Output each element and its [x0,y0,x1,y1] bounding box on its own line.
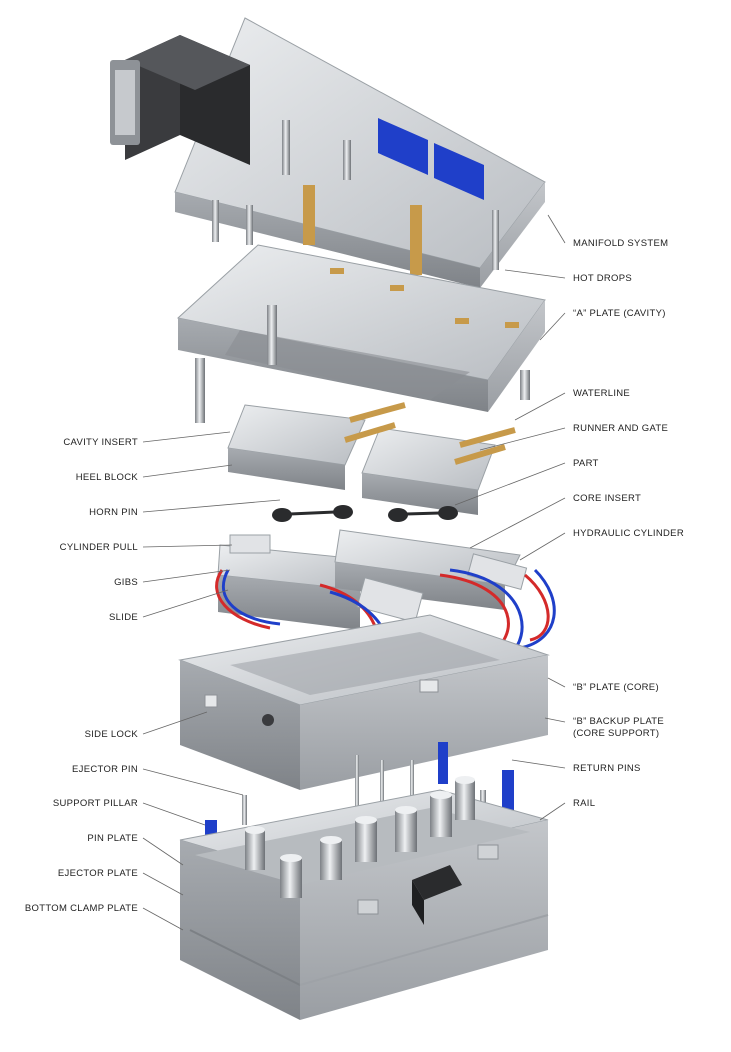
label-return-pins: RETURN PINS [573,763,641,774]
label-ejector-pin: EJECTOR PIN [72,764,138,775]
label-support-pillar: SUPPORT PILLAR [52,798,138,809]
leader-lines [142,214,566,931]
label-rail: RAIL [573,798,596,809]
label-pin-plate: PIN PLATE [87,833,138,844]
parts [272,505,458,522]
label-b-plate: “B” PLATE (CORE) [573,682,659,693]
b-plate [178,614,550,790]
label-bottom-clamp-plate: BOTTOM CLAMP PLATE [24,903,138,914]
label-core-insert: CORE INSERT [573,493,642,504]
label-hot-drops: HOT DROPS [573,273,633,284]
label-ejector-plate: EJECTOR PLATE [57,868,138,879]
hot-drop [303,185,315,245]
label-runner-and-gate: RUNNER AND GATE [573,423,669,434]
hot-drop [410,205,422,275]
label-horn-pin: HORN PIN [89,507,138,518]
label-gibs: GIBS [114,577,138,588]
ejector-housing [179,776,549,1020]
label-b-backup-plate: “B” BACKUP PLATE [573,716,665,727]
label-side-lock: SIDE LOCK [84,729,138,740]
label-heel-block: HEEL BLOCK [75,472,138,483]
junction-box [110,35,250,165]
label-slide: SLIDE [109,612,138,623]
label-cavity-insert: CAVITY INSERT [63,437,138,448]
label-hydraulic-cylinder: HYDRAULIC CYLINDER [573,528,684,539]
label-manifold-system: MANIFOLD SYSTEM [573,238,669,249]
support-pillars [245,776,475,898]
cavity-inserts [227,402,516,515]
label-part: PART [573,458,599,469]
manifold-system-plate [110,17,546,288]
label-a-plate: “A” PLATE (CAVITY) [573,308,666,319]
a-plate [176,244,546,423]
label-waterline: WATERLINE [573,388,631,399]
label-cylinder-pull: CYLINDER PULL [59,542,138,553]
label-core-support: (CORE SUPPORT) [573,728,660,739]
